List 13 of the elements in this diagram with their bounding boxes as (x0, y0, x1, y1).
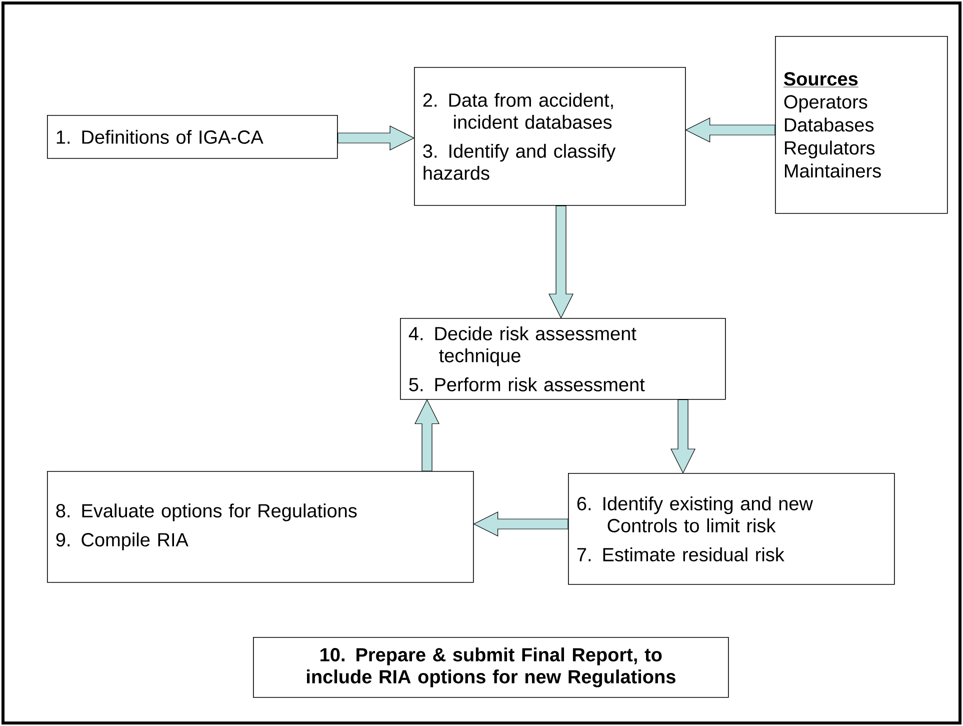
report-box: 10. Prepare & submit Final Report, to include RIA options for new Regulations (253, 637, 729, 698)
block-arrow (473, 512, 568, 536)
process-box: 6. Identify existing and new Controls to limit risk 7. Estimate residual risk (568, 473, 895, 585)
block-arrow (338, 126, 415, 150)
process-box: 1. Definitions of IGA-CA (47, 115, 338, 159)
block-arrow (548, 206, 574, 319)
process-box: 8. Evaluate options for Regulations 9. Compile RIA (47, 471, 474, 583)
block-arrow (685, 118, 776, 142)
block-arrow (670, 399, 696, 474)
block-arrow (414, 399, 440, 472)
sources-box: Sources Operators Databases Regulators Maintainers (775, 36, 948, 214)
process-box: 2. Data from accident, incident databases 3. Identify and classify hazards (414, 67, 686, 206)
process-box: 4. Decide risk assessment technique 5. Perform risk assessment (400, 318, 726, 400)
